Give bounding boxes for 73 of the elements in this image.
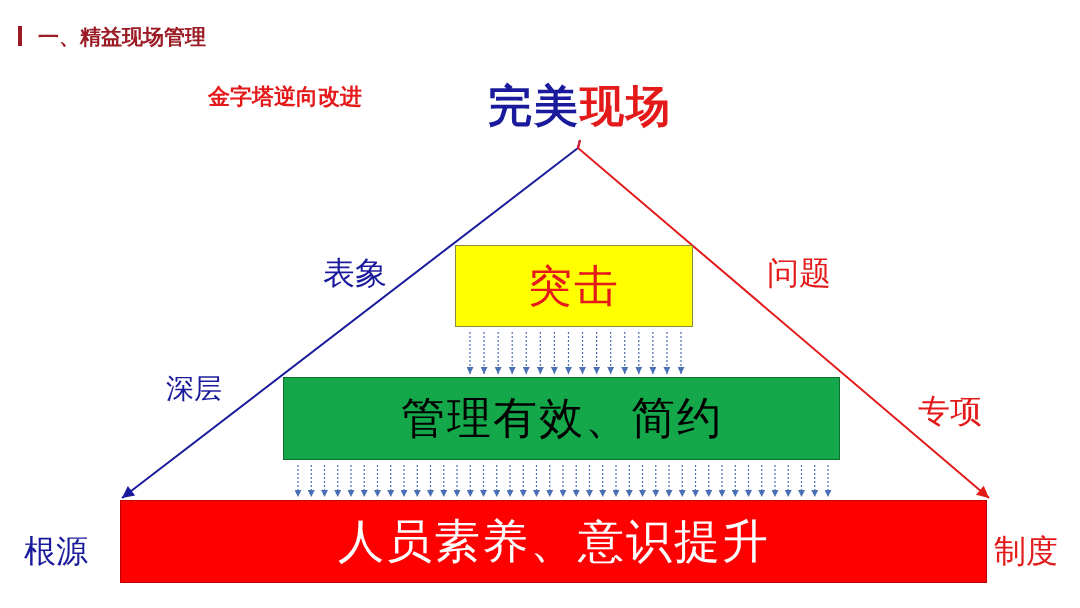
dotted-arrow xyxy=(550,331,558,375)
top-tier-box xyxy=(455,245,693,327)
dotted-arrow xyxy=(639,464,646,498)
dotted-arrow xyxy=(705,464,713,498)
dotted-arrow xyxy=(599,464,607,498)
dotted-arrow xyxy=(334,464,342,498)
dotted-arrow xyxy=(522,331,530,375)
dotted-arrow xyxy=(625,464,633,498)
dotted-arrow xyxy=(824,464,832,498)
dotted-arrow xyxy=(607,331,615,375)
dotted-arrow xyxy=(677,331,685,375)
side-label: 问题 xyxy=(767,253,831,294)
dotted-arrow xyxy=(546,464,554,498)
dotted-arrow xyxy=(798,464,805,498)
dotted-arrow xyxy=(413,464,421,498)
tier-text: 突击 xyxy=(528,258,620,313)
side-label: 深层 xyxy=(166,371,222,407)
dotted-arrow xyxy=(494,331,502,375)
dotted-arrow xyxy=(559,464,567,498)
subtitle-note: 金字塔逆向改进 xyxy=(208,83,362,111)
dotted-arrow xyxy=(784,464,792,498)
middle-tier-box xyxy=(283,377,840,460)
side-label: 表象 xyxy=(323,253,387,294)
dotted-arrow xyxy=(427,464,434,498)
dotted-arrow xyxy=(347,464,355,498)
dotted-arrow xyxy=(466,464,474,498)
dotted-arrow xyxy=(593,331,601,375)
base-tier-box xyxy=(120,500,987,583)
dotted-arrow xyxy=(665,464,673,498)
dotted-arrow xyxy=(536,331,544,375)
dotted-arrow xyxy=(745,464,752,498)
dotted-arrow xyxy=(480,331,488,375)
dotted-arrow xyxy=(533,464,540,498)
dotted-arrow xyxy=(307,464,315,498)
dotted-arrow xyxy=(321,464,328,498)
dotted-arrow xyxy=(692,464,699,498)
dotted-arrow xyxy=(519,464,527,498)
dotted-arrow xyxy=(508,331,516,375)
dotted-arrow xyxy=(652,464,660,498)
dotted-arrow xyxy=(493,464,501,498)
dotted-arrow xyxy=(771,464,779,498)
dotted-arrow xyxy=(374,464,381,498)
dotted-arrow xyxy=(360,464,368,498)
dotted-arrow xyxy=(586,464,593,498)
dotted-arrow xyxy=(440,464,448,498)
dotted-arrow xyxy=(612,464,620,498)
side-label: 制度 xyxy=(994,531,1058,572)
dotted-arrow xyxy=(678,464,686,498)
title: 一、精益现场管理 xyxy=(38,24,206,51)
dotted-arrow xyxy=(506,464,514,498)
side-label: 专项 xyxy=(918,391,982,432)
dotted-arrow xyxy=(453,464,461,498)
dotted-arrow xyxy=(387,464,395,498)
dotted-arrow xyxy=(811,464,819,498)
dotted-arrow xyxy=(579,331,587,375)
dotted-arrow xyxy=(480,464,487,498)
pyramid-side-arrow xyxy=(576,139,990,499)
dotted-arrow xyxy=(649,331,657,375)
dotted-arrow xyxy=(621,331,629,375)
tier-text: 管理有效、简约 xyxy=(400,391,723,445)
dotted-arrow xyxy=(731,464,739,498)
side-label: 根源 xyxy=(24,531,88,572)
dotted-arrow xyxy=(758,464,766,498)
dotted-arrow xyxy=(564,331,572,375)
dotted-arrow xyxy=(572,464,580,498)
tier-text: 完美现场 xyxy=(488,78,672,133)
dotted-arrow xyxy=(663,331,671,375)
dotted-arrow xyxy=(466,331,474,375)
tier-text: 人员素养、意识提升 xyxy=(337,512,770,570)
dotted-arrow xyxy=(635,331,643,375)
dotted-arrow xyxy=(294,464,302,498)
dotted-arrow xyxy=(400,464,408,498)
dotted-arrow xyxy=(718,464,726,498)
